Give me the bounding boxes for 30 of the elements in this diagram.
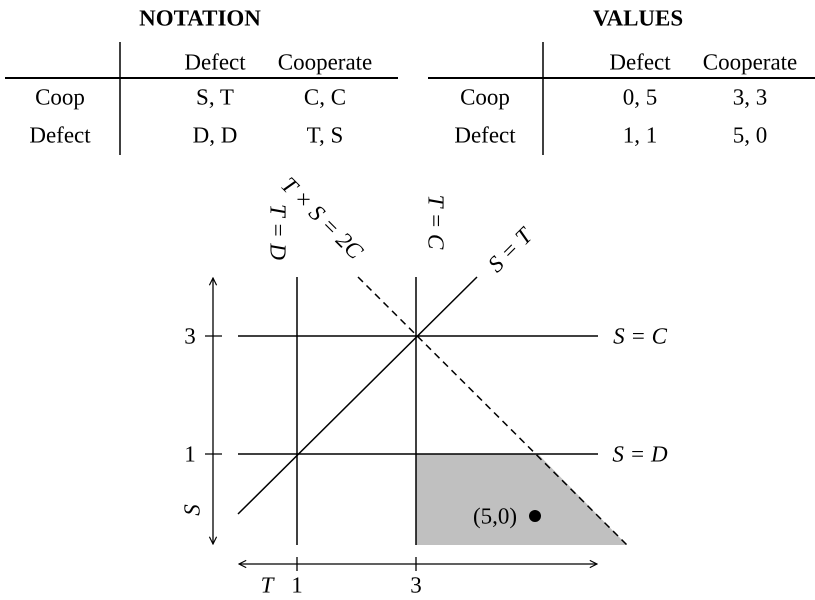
table-cell: C, C xyxy=(304,86,346,108)
table-title: NOTATION xyxy=(139,6,261,30)
table-cell: 0, 5 xyxy=(622,86,658,108)
column-header: Cooperate xyxy=(278,50,372,74)
row-header: Defect xyxy=(29,124,91,146)
line-label: T = C xyxy=(424,194,448,250)
axis-tick-label: 3 xyxy=(410,574,422,596)
row-header: Coop xyxy=(35,86,85,108)
axis-tick-label: 1 xyxy=(291,574,303,596)
row-header: Coop xyxy=(460,86,510,108)
table-cell: S, T xyxy=(196,86,234,108)
table-cell: D, D xyxy=(192,124,238,146)
table-cell: 1, 1 xyxy=(622,124,658,146)
table-cell: 3, 3 xyxy=(732,86,768,108)
table-cell: 5, 0 xyxy=(732,124,768,146)
line-label: T = D xyxy=(266,204,290,260)
axis-tick-label: 1 xyxy=(184,442,196,466)
column-header: Cooperate xyxy=(702,50,798,74)
line-label: S = C xyxy=(613,324,667,348)
line-label: S = D xyxy=(612,442,668,466)
row-header: Defect xyxy=(454,124,516,146)
table-title: VALUES xyxy=(592,6,684,30)
axis-label: S xyxy=(180,504,204,516)
column-header: Defect xyxy=(609,50,671,74)
column-header: Defect xyxy=(184,50,246,74)
axis-label: T xyxy=(260,574,274,596)
point-label: (5,0) xyxy=(472,504,518,528)
table-cell: T, S xyxy=(306,124,344,146)
line-label: S = T xyxy=(484,224,536,276)
axis-tick-label: 3 xyxy=(184,324,196,348)
